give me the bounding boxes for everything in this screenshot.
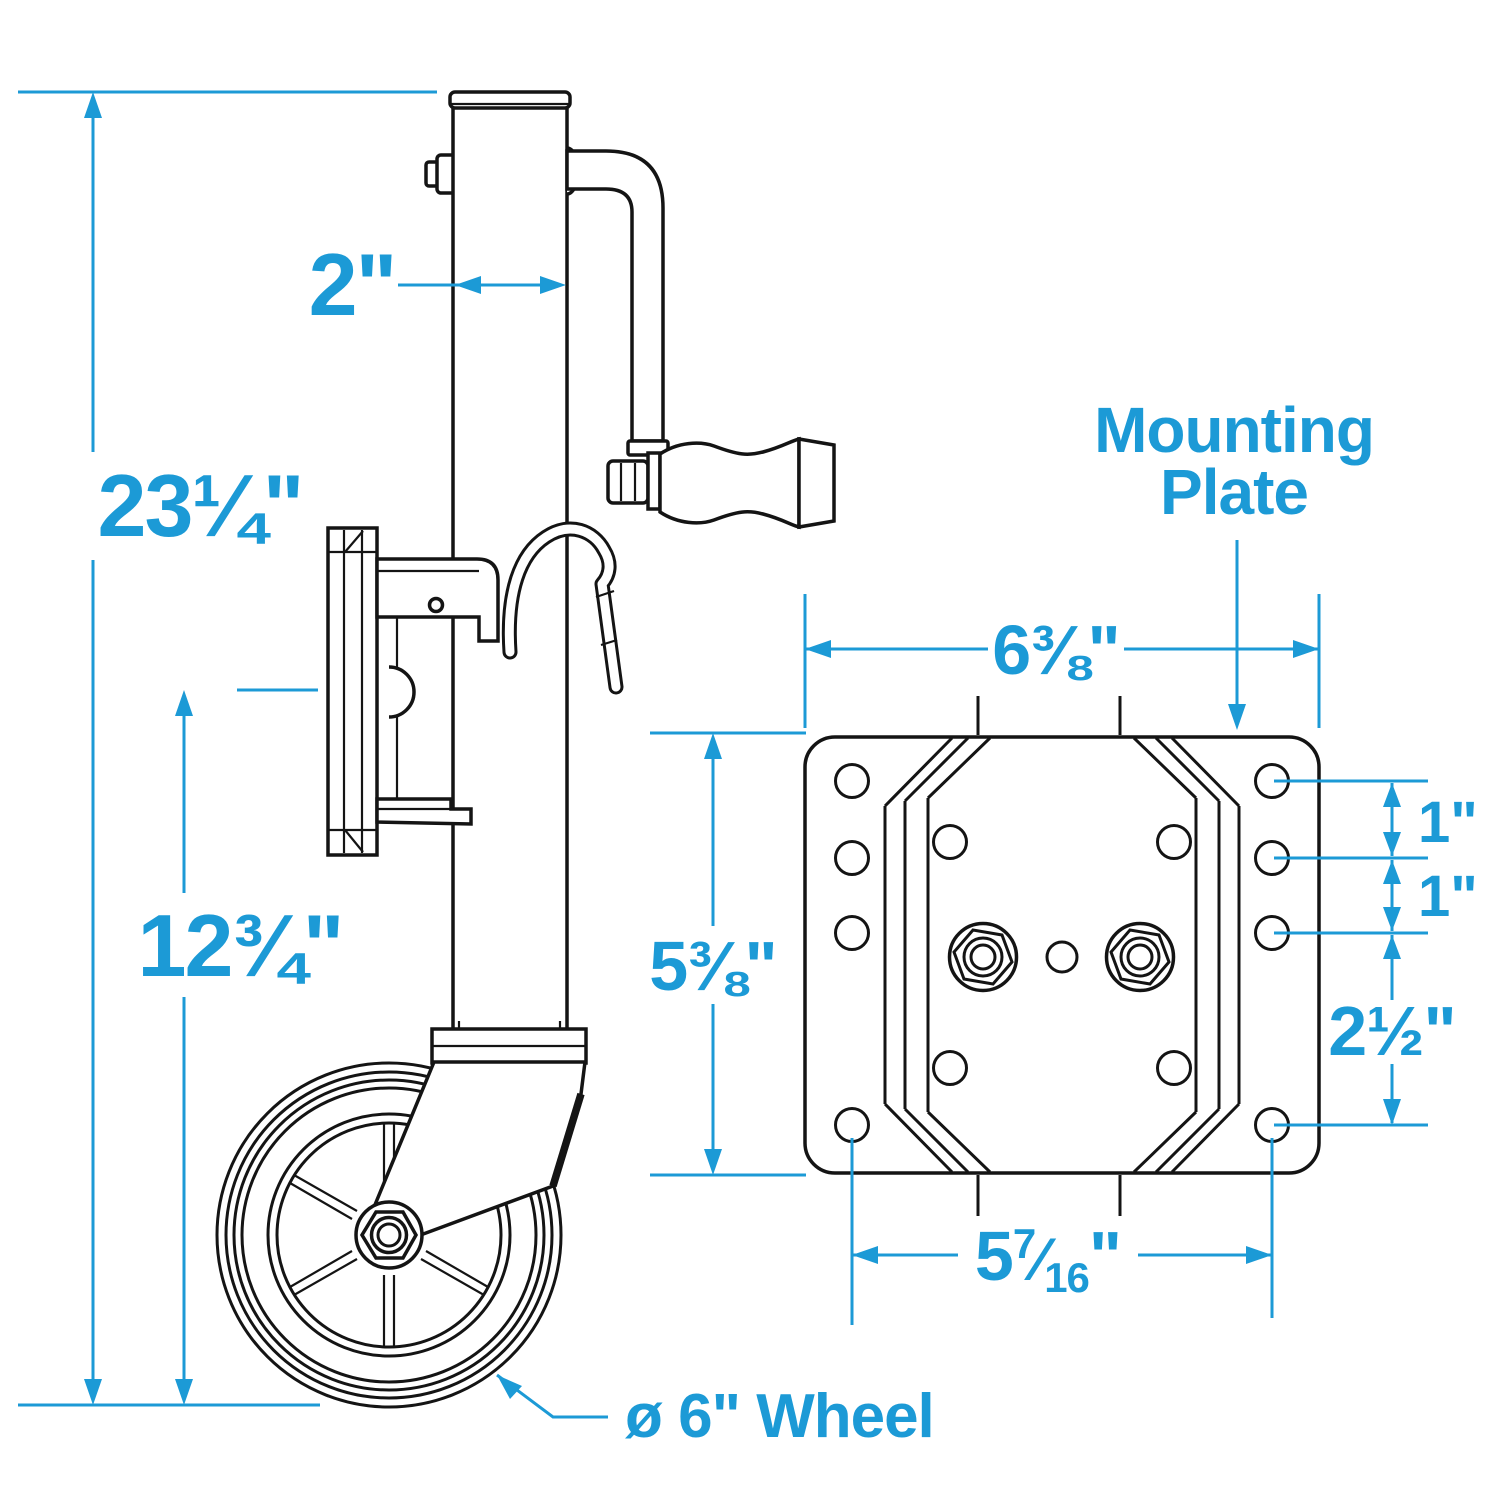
callout-wheel: ø 6" Wheel [496,1373,935,1451]
pivot-boss [388,665,416,719]
callout-mounting-plate: Mounting Plate [1094,394,1375,730]
callout-wheel-label: ø 6" Wheel [625,1382,934,1451]
dim-hole-span-label: 57⁄16" [975,1217,1121,1301]
crank-arm [565,149,665,443]
dim-retracted-height-label: 12¾" [138,896,343,995]
mounting-plate-label-line2: Plate [1160,456,1308,528]
side-view-jack [215,90,836,1409]
crank-grip-endcap [797,436,836,530]
dim-overall-height: 23¼" [18,90,437,1405]
dimension-annotations: 23¼" 2" 12¾" ø 6" Wheel [18,90,1478,1451]
dim-tube-width: 2" [309,235,566,334]
dim-plate-width-label: 6⅜" [992,611,1120,689]
tube-top-cap [448,90,572,110]
tube-stubs [976,696,1122,1216]
plate-hex-nuts [947,921,1176,993]
mount-plate-edge [326,526,379,857]
plate-octagon-bracket [883,736,1241,1174]
dim-plate-height: 5⅜" [649,731,806,1177]
crank-washer [646,451,662,511]
dim-plate-width: 6⅜" [803,594,1321,728]
caster-fork [354,1021,588,1270]
bracket-lower-arm [375,797,473,826]
dim-hole-pitch-stack: 1" 1" 2½" [1274,779,1478,1127]
dim-tube-width-label: 2" [309,235,396,334]
crank-grip [658,436,801,530]
swivel-bracket [326,526,500,857]
crank-handle [565,149,836,530]
dim-hole-pitch-top-label: 1" [1418,790,1478,855]
dim-retracted-height: 12¾" [138,688,345,1405]
dim-overall-height-label: 23¼" [98,456,303,555]
crank-nut [606,459,650,505]
dim-hole-pitch-bottom-label: 2½" [1328,992,1456,1070]
front-view-mounting-plate [803,696,1321,1216]
mounting-plate [803,735,1321,1175]
mounting-plate-label-line1: Mounting [1094,394,1374,466]
dim-plate-height-label: 5⅜" [649,927,777,1005]
pull-pin-hook [501,521,624,695]
dim-hole-pitch-mid-label: 1" [1418,864,1478,929]
bracket-bolt-hole [427,596,445,614]
dim-hole-span: 57⁄16" [850,1138,1274,1325]
